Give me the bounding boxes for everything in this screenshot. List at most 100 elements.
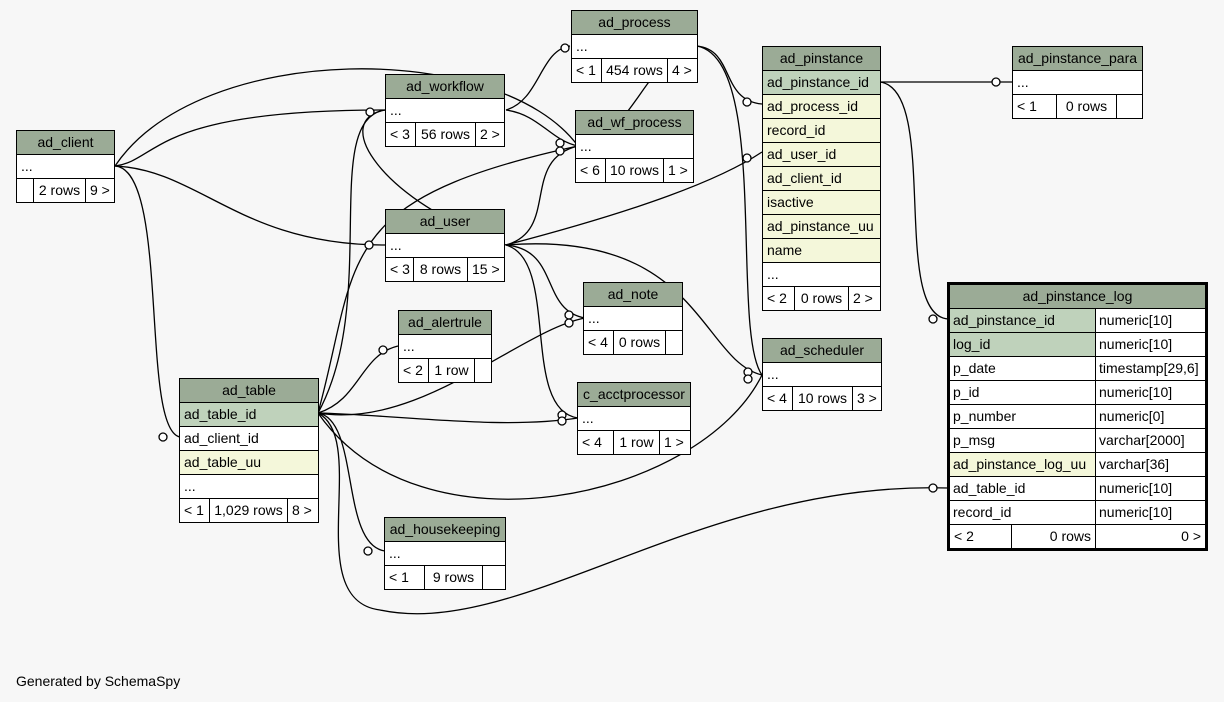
table-ad-scheduler[interactable]: ad_scheduler ... < 4 10 rows 3 >: [762, 338, 882, 411]
table-footer: < 2 0 rows 0 >: [950, 525, 1205, 548]
table-header[interactable]: ad_client: [17, 131, 114, 155]
column-row: ad_table_id numeric[10]: [950, 477, 1205, 501]
column-row: p_date timestamp[29,6]: [950, 357, 1205, 381]
column-type: numeric[10]: [1096, 309, 1205, 332]
more-columns: ...: [386, 234, 504, 258]
column-isactive: isactive: [763, 191, 880, 215]
row-count: 56 rows: [416, 123, 476, 146]
table-ad-process[interactable]: ad_process ... < 1 454 rows 4 >: [571, 10, 698, 83]
table-ad-note[interactable]: ad_note ... < 4 0 rows: [583, 282, 683, 355]
table-ad-pinstance-para[interactable]: ad_pinstance_para ... < 1 0 rows: [1012, 46, 1143, 119]
table-ad-wf-process[interactable]: ad_wf_process ... < 6 10 rows 1 >: [575, 110, 694, 183]
column-row: p_msg varchar[2000]: [950, 429, 1205, 453]
more-columns: ...: [584, 307, 682, 331]
parents-count: < 2: [763, 287, 795, 310]
column-name: ad_pinstance_id: [950, 309, 1096, 332]
row-count: 1 row: [429, 359, 475, 382]
table-ad-pinstance-log[interactable]: ad_pinstance_log ad_pinstance_id numeric…: [947, 282, 1208, 551]
row-count: 0 rows: [614, 331, 666, 354]
table-ad-client[interactable]: ad_client ... 2 rows 9 >: [16, 130, 115, 203]
children-count: [666, 331, 682, 354]
parents-count: < 1: [1013, 95, 1057, 118]
column-type: numeric[10]: [1096, 501, 1205, 524]
row-count: 10 rows: [606, 159, 664, 182]
column-name: p_date: [950, 357, 1096, 380]
column-type: varchar[36]: [1096, 453, 1205, 476]
column-row: record_id numeric[10]: [950, 501, 1205, 525]
column-row: ad_pinstance_log_uu varchar[36]: [950, 453, 1205, 477]
parents-count: < 4: [584, 331, 614, 354]
table-header[interactable]: ad_wf_process: [576, 111, 693, 135]
column-name: name: [763, 239, 880, 263]
table-header[interactable]: ad_table: [180, 379, 318, 403]
table-header[interactable]: ad_scheduler: [763, 339, 881, 363]
parents-count: < 6: [576, 159, 606, 182]
table-ad-user[interactable]: ad_user ... < 3 8 rows 15 >: [385, 209, 505, 282]
more-columns: ...: [386, 99, 504, 123]
generated-by-footer: Generated by SchemaSpy: [16, 673, 181, 689]
row-count: 0 rows: [1057, 95, 1117, 118]
more-columns: ...: [572, 35, 697, 59]
table-c-acctprocessor[interactable]: c_acctprocessor ... < 4 1 row 1 >: [577, 382, 691, 455]
parents-count: < 2: [399, 359, 429, 382]
children-count: 15 >: [472, 261, 500, 277]
table-header[interactable]: ad_process: [572, 11, 697, 35]
column-ad-user-id: ad_user_id: [763, 143, 880, 167]
children-count: 3 >: [857, 390, 877, 406]
column-ad-pinstance-uu: ad_pinstance_uu: [763, 215, 880, 239]
parents-count: [17, 179, 34, 202]
parents-count: < 4: [763, 387, 793, 410]
column-name: log_id: [950, 333, 1096, 356]
table-header[interactable]: ad_pinstance_log: [950, 285, 1205, 309]
table-header[interactable]: ad_alertrule: [399, 311, 491, 335]
table-header[interactable]: ad_pinstance_para: [1013, 47, 1142, 71]
table-header[interactable]: ad_user: [386, 210, 504, 234]
table-footer: < 2 1 row: [399, 359, 491, 382]
table-footer: < 3 8 rows 15 >: [386, 258, 504, 281]
table-header[interactable]: ad_note: [584, 283, 682, 307]
column-type: numeric[10]: [1096, 381, 1205, 404]
column-type: numeric[10]: [1096, 333, 1205, 356]
column-name: ad_pinstance_log_uu: [950, 453, 1096, 476]
column-row: log_id numeric[10]: [950, 333, 1205, 357]
column-name: record_id: [950, 501, 1096, 524]
children-count: 1 >: [668, 162, 688, 178]
table-header[interactable]: ad_pinstance: [763, 47, 880, 71]
table-ad-housekeeping[interactable]: ad_housekeeping ... < 1 9 rows: [384, 517, 506, 590]
column-row: p_id numeric[10]: [950, 381, 1205, 405]
column-type: numeric[0]: [1096, 405, 1205, 428]
column-ad-table-id: ad_table_id: [180, 403, 318, 427]
table-footer: < 1 9 rows: [385, 566, 505, 589]
row-count: 1 row: [614, 431, 660, 454]
children-count: 0 >: [1181, 528, 1201, 544]
table-ad-table[interactable]: ad_table ad_table_id ad_client_id ad_tab…: [179, 378, 319, 523]
children-count: 2 >: [853, 290, 873, 306]
row-count: 2 rows: [34, 179, 86, 202]
parents-count: < 2: [950, 525, 1012, 548]
table-ad-pinstance[interactable]: ad_pinstance ad_pinstance_id ad_process_…: [762, 46, 881, 311]
parents-count: < 3: [386, 258, 414, 281]
children-count: [1117, 95, 1142, 118]
table-footer: < 4 0 rows: [584, 331, 682, 354]
table-ad-alertrule[interactable]: ad_alertrule ... < 2 1 row: [398, 310, 492, 383]
table-header[interactable]: ad_housekeeping: [385, 518, 505, 542]
row-count: 0 rows: [1012, 525, 1096, 548]
children-count: [475, 359, 491, 382]
row-count: 8 rows: [414, 258, 468, 281]
table-footer: < 1 1,029 rows 8 >: [180, 499, 318, 522]
children-count: 4 >: [672, 62, 692, 78]
column-record-id: record_id: [763, 119, 880, 143]
column-name: ad_table_id: [950, 477, 1096, 500]
column-type: timestamp[29,6]: [1096, 357, 1205, 380]
children-count: 1 >: [664, 434, 684, 450]
column-ad-process-id: ad_process_id: [763, 95, 880, 119]
children-count: 8 >: [292, 502, 312, 518]
table-ad-workflow[interactable]: ad_workflow ... < 3 56 rows 2 >: [385, 74, 505, 147]
column-row: p_number numeric[0]: [950, 405, 1205, 429]
column-name: p_number: [950, 405, 1096, 428]
table-header[interactable]: ad_workflow: [386, 75, 504, 99]
table-header[interactable]: c_acctprocessor: [578, 383, 690, 407]
row-count: 0 rows: [795, 287, 849, 310]
more-columns: ...: [399, 335, 491, 359]
